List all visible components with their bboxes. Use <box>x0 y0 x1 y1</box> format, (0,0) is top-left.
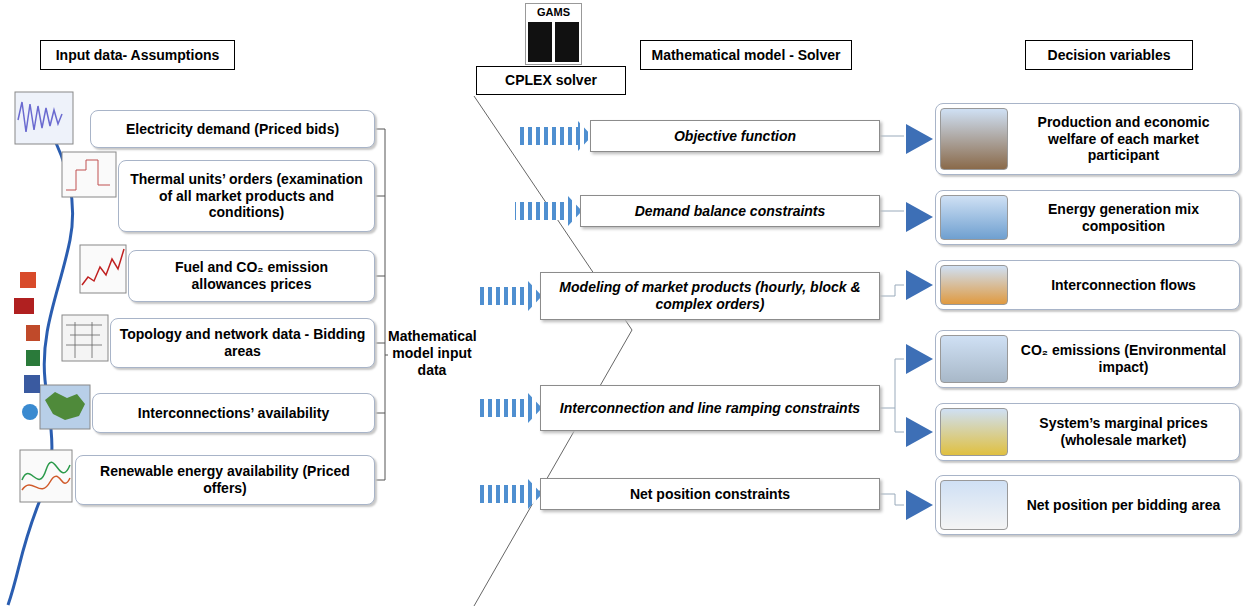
photo <box>940 335 1008 383</box>
chevron <box>474 96 632 606</box>
output-box: Energy generation mix composition <box>935 190 1240 245</box>
box-text: Mathematical model - Solver <box>651 47 840 64</box>
input-icons <box>14 92 126 502</box>
pointer-triangles <box>906 124 933 520</box>
photo <box>940 480 1008 530</box>
box-text: Demand balance constraints <box>635 203 826 220</box>
output-box: CO₂ emissions (Environmental impact) <box>935 330 1240 388</box>
box-text: Interconnection and line ramping constra… <box>560 400 860 417</box>
box-text: Net position constraints <box>630 486 790 503</box>
box-text: CPLEX solver <box>505 72 597 89</box>
bracket <box>375 129 390 480</box>
logo-square <box>555 22 579 62</box>
box-text: Objective function <box>674 128 796 145</box>
model-box: Modeling of market products (hourly, blo… <box>540 272 880 320</box>
box-text: Production and economic welfare of each … <box>1016 114 1231 164</box>
box-text: Net position per bidding area <box>1027 497 1221 514</box>
column-header: Input data- Assumptions <box>40 40 235 70</box>
model-box: Objective function <box>590 120 880 152</box>
box-text: GAMS <box>537 6 570 19</box>
box-text: Electricity demand (Priced bids) <box>126 121 339 138</box>
logo-square <box>528 22 552 62</box>
logo-squares <box>528 22 579 62</box>
model-box: Net position constraints <box>540 478 880 510</box>
box-text: Interconnection flows <box>1051 277 1196 294</box>
gams-logo: GAMS <box>525 3 582 65</box>
input-box: Topology and network data - Bidding area… <box>110 318 375 368</box>
photo <box>940 108 1008 170</box>
input-box: Fuel and CO₂ emission allowances prices <box>128 250 375 302</box>
output-box: System’s marginal prices (wholesale mark… <box>935 403 1240 461</box>
box-text: CO₂ emissions (Environmental impact) <box>1016 342 1231 376</box>
input-box: Interconnections’ availability <box>92 393 375 433</box>
annotation: Mathematical model input data <box>388 328 476 378</box>
output-box: Production and economic welfare of each … <box>935 103 1240 175</box>
output-box: Net position per bidding area <box>935 475 1240 535</box>
box-text: Renewable energy availability (Priced of… <box>84 463 366 497</box>
input-box: Electricity demand (Priced bids) <box>90 110 375 148</box>
photo <box>940 195 1008 240</box>
column-header: Mathematical model - Solver <box>640 40 852 70</box>
column-header: Decision variables <box>1025 40 1193 70</box>
box-text: Interconnections’ availability <box>138 405 329 422</box>
model-box: Demand balance constraints <box>580 195 880 227</box>
model-box: Interconnection and line ramping constra… <box>540 385 880 431</box>
box-text: Modeling of market products (hourly, blo… <box>549 279 871 313</box>
box-text: Input data- Assumptions <box>56 47 220 64</box>
box-text: Topology and network data - Bidding area… <box>119 326 366 360</box>
box-text: Fuel and CO₂ emission allowances prices <box>137 259 366 293</box>
box-text: Thermal units’ orders (examination of al… <box>127 171 366 221</box>
box-text: Decision variables <box>1048 47 1171 64</box>
input-box: Renewable energy availability (Priced of… <box>75 455 375 505</box>
output-box: Interconnection flows <box>935 260 1240 310</box>
photo <box>940 265 1008 305</box>
input-box: Thermal units’ orders (examination of al… <box>118 160 375 232</box>
guide-lines <box>880 136 904 505</box>
box-text: Energy generation mix composition <box>1016 201 1231 235</box>
solver-box: CPLEX solver <box>476 66 626 95</box>
box-text: System’s marginal prices (wholesale mark… <box>1016 415 1231 449</box>
photo <box>940 408 1008 456</box>
